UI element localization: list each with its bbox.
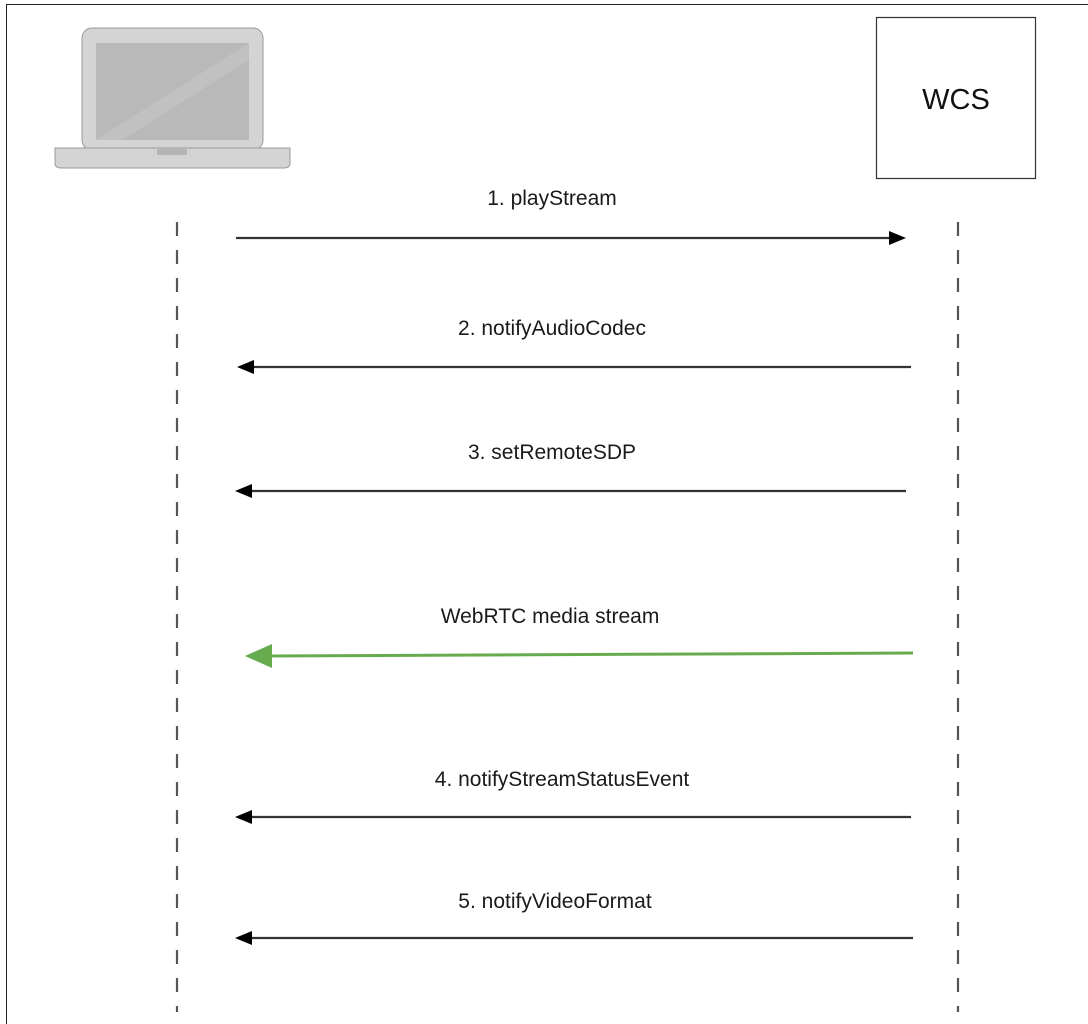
wcs-label: WCS [922, 84, 990, 116]
message-5-label: 5. notifyVideoFormat [458, 890, 652, 913]
message-2-arrow [237, 360, 911, 374]
message-2-label: 2. notifyAudioCodec [458, 317, 646, 340]
message-4-label: 4. notifyStreamStatusEvent [435, 768, 690, 791]
message-3-arrow [235, 484, 906, 498]
message-5-arrow [235, 931, 913, 945]
media-stream-arrow [245, 644, 914, 668]
message-4-arrow [235, 810, 911, 824]
wcs-participant: WCS [875, 16, 1037, 180]
diagram-frame [6, 4, 1088, 1024]
message-1-arrow [236, 231, 906, 245]
message-3-label: 3. setRemoteSDP [468, 441, 636, 464]
media-stream-label: WebRTC media stream [441, 605, 660, 628]
laptop-icon [54, 27, 291, 169]
message-1-label: 1. playStream [487, 187, 617, 210]
